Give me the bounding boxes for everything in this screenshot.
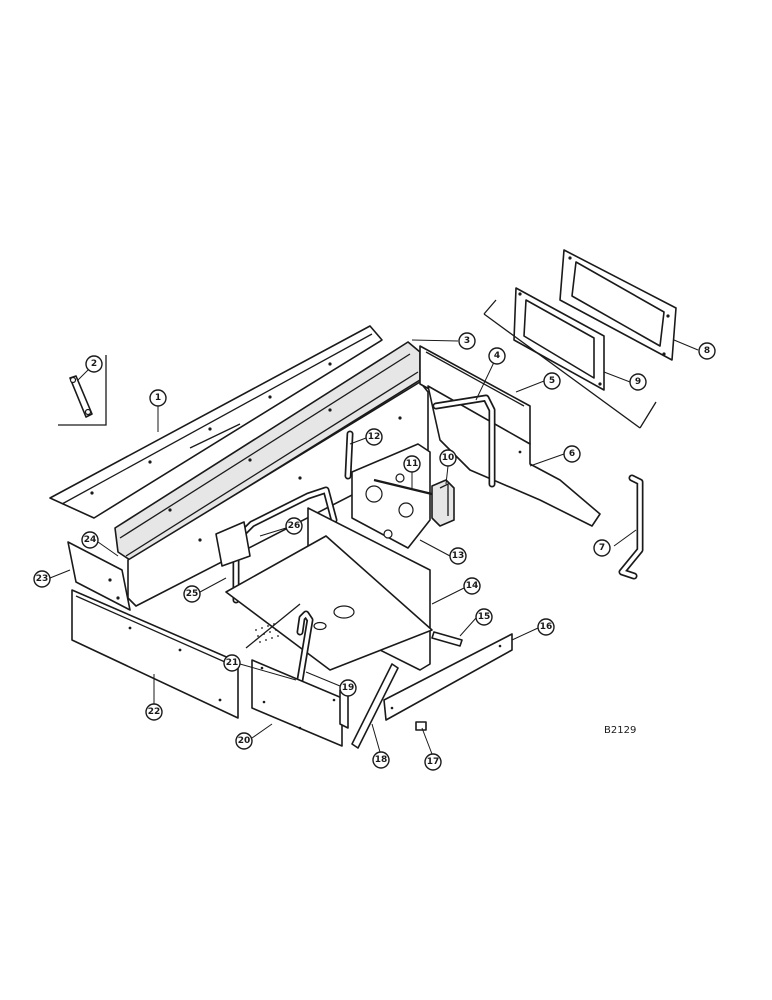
callout-11: 11 xyxy=(403,455,421,473)
callout-17: 17 xyxy=(424,753,442,771)
leader-lines xyxy=(49,339,699,755)
callout-23: 23 xyxy=(33,570,51,588)
part-12-grab-bar xyxy=(344,430,354,480)
svg-text:13: 13 xyxy=(452,551,465,561)
callout-14: 14 xyxy=(463,577,481,595)
callout-2: 2 xyxy=(85,355,103,373)
callout-12: 12 xyxy=(365,428,383,446)
svg-text:7: 7 xyxy=(599,543,605,553)
svg-text:22: 22 xyxy=(148,707,161,717)
svg-text:5: 5 xyxy=(549,376,555,386)
callout-26: 26 xyxy=(285,517,303,535)
svg-text:6: 6 xyxy=(569,449,575,459)
callout-25: 25 xyxy=(183,585,201,603)
part-16-side-rail xyxy=(383,633,513,721)
callout-24: 24 xyxy=(81,531,99,549)
svg-text:20: 20 xyxy=(238,736,251,746)
part-10-bracket xyxy=(431,479,455,527)
svg-text:23: 23 xyxy=(36,574,49,584)
part-23-left-end-plate xyxy=(67,541,131,611)
part-1-top-panel xyxy=(49,325,383,519)
svg-text:3: 3 xyxy=(464,336,470,346)
part-4-handrail xyxy=(432,394,496,488)
svg-text:2: 2 xyxy=(91,359,97,369)
callout-22: 22 xyxy=(145,703,163,721)
svg-text:15: 15 xyxy=(478,612,491,622)
callout-13: 13 xyxy=(449,547,467,565)
callout-5: 5 xyxy=(543,372,561,390)
callout-3: 3 xyxy=(458,332,476,350)
part-17-tab xyxy=(415,721,427,731)
svg-text:25: 25 xyxy=(186,589,199,599)
part-9-window-frame xyxy=(483,287,657,429)
callout-21: 21 xyxy=(223,654,241,672)
part-14-cab-floor xyxy=(225,507,433,671)
svg-text:17: 17 xyxy=(427,757,440,767)
part-2-bracket xyxy=(58,355,107,426)
callout-15: 15 xyxy=(475,608,493,626)
callout-9: 9 xyxy=(629,373,647,391)
callout-4: 4 xyxy=(488,347,506,365)
callout-8: 8 xyxy=(698,342,716,360)
svg-text:24: 24 xyxy=(84,535,97,545)
floor-perforation xyxy=(255,623,279,643)
callout-20: 20 xyxy=(235,732,253,750)
svg-text:12: 12 xyxy=(368,432,381,442)
callout-18: 18 xyxy=(372,751,390,769)
svg-text:10: 10 xyxy=(442,453,455,463)
part-7-grab-handle xyxy=(618,474,644,580)
svg-text:11: 11 xyxy=(406,459,419,469)
callout-6: 6 xyxy=(563,445,581,463)
svg-text:19: 19 xyxy=(342,683,355,693)
svg-text:26: 26 xyxy=(288,521,301,531)
part-20-front-panel xyxy=(251,659,343,747)
part-18-brace xyxy=(351,663,399,749)
svg-text:4: 4 xyxy=(494,351,500,361)
callout-16: 16 xyxy=(537,618,555,636)
svg-text:8: 8 xyxy=(704,346,710,356)
callout-1: 1 xyxy=(149,389,167,407)
svg-text:1: 1 xyxy=(155,393,161,403)
svg-text:9: 9 xyxy=(635,377,641,387)
callout-7: 7 xyxy=(593,539,611,557)
part-25-back-pad xyxy=(215,521,251,567)
callout-19: 19 xyxy=(339,679,357,697)
part-8-window-frame xyxy=(559,249,677,361)
callout-10: 10 xyxy=(439,449,457,467)
svg-text:21: 21 xyxy=(226,658,239,668)
svg-text:16: 16 xyxy=(540,622,553,632)
part-11-rod xyxy=(373,478,433,496)
drawing-number: B2129 xyxy=(604,725,636,736)
part-22-left-side-panel xyxy=(71,589,239,719)
svg-text:14: 14 xyxy=(466,581,479,591)
svg-text:18: 18 xyxy=(375,755,388,765)
part-15-clip xyxy=(431,631,463,647)
